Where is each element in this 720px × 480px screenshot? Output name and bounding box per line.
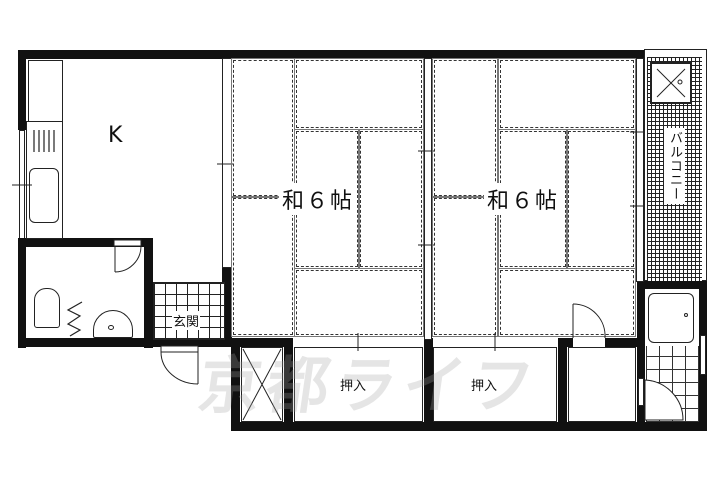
room-label-balcony: バルコニー (664, 128, 685, 204)
closet-label-1: 押入 (339, 375, 368, 394)
tatami-mat (358, 129, 424, 269)
tatami-mat (231, 58, 295, 198)
wall-lower-left (231, 338, 240, 431)
entry-door-swing-icon (160, 345, 199, 385)
tick-mark-icon (494, 333, 496, 351)
room-label-washitsu-2: 和６帖 (484, 183, 563, 215)
wall-bath2-left (637, 280, 645, 430)
washbasin-icon (93, 310, 133, 338)
fridge-space (28, 60, 63, 122)
bathtub-icon (648, 293, 694, 343)
wall-bath2-top (637, 280, 707, 289)
tatami-mat (231, 196, 295, 337)
closet-label-2: 押入 (470, 375, 499, 394)
closet-3 (568, 347, 636, 422)
tatami-mat (498, 268, 636, 337)
room2-door-swing-icon (572, 303, 606, 339)
drain-icon (108, 325, 114, 330)
wall-closet-top-right2 (605, 338, 645, 347)
room-label-washitsu-1: 和６帖 (279, 183, 358, 215)
storage-x-icon (242, 348, 282, 421)
wall-left-bottom (18, 338, 233, 347)
tick-mark-icon (357, 333, 359, 351)
tatami-mat (294, 268, 424, 337)
tatami-mat (498, 58, 636, 130)
zigzag-icon (66, 301, 83, 337)
window-bath (700, 335, 706, 375)
tatami-mat (432, 196, 498, 337)
wall-bottom (231, 422, 707, 431)
closet-2 (433, 347, 557, 422)
toilet-icon (34, 288, 60, 328)
door-jamb-bath (638, 378, 644, 406)
wall-closet-div1 (284, 338, 293, 428)
door-swing-icon (113, 239, 142, 273)
wall-top (18, 50, 645, 59)
tick-mark-icon (630, 205, 646, 207)
ac-unit-x-icon (656, 68, 686, 98)
wall-closet-div2 (424, 338, 433, 428)
wall-closet-top-right (558, 338, 573, 347)
wall-bath-right (144, 238, 153, 348)
tatami-mat (432, 58, 498, 198)
wall-left-upper (18, 50, 26, 130)
wall-genkan-right (222, 268, 232, 347)
bath-door-swing-icon (644, 379, 684, 421)
sink-icon (29, 168, 59, 223)
wall-bath-top (18, 238, 153, 247)
room-label-entrance: 玄関 (172, 311, 201, 330)
tick-mark-icon (12, 184, 32, 186)
wall-left-lower (18, 238, 26, 348)
tick-mark-icon (630, 131, 646, 133)
bath-drain-icon (684, 313, 688, 317)
tatami-mat (566, 129, 636, 269)
partition-rooms (424, 58, 432, 340)
partition-kitchen (222, 58, 232, 268)
room-label-kitchen: K (108, 123, 123, 148)
balcony-sliding-door (636, 58, 644, 282)
wall-closet-top-left (231, 338, 293, 347)
wall-closet-div3 (558, 338, 567, 428)
stove-icon (33, 130, 55, 152)
tatami-mat (294, 58, 424, 130)
